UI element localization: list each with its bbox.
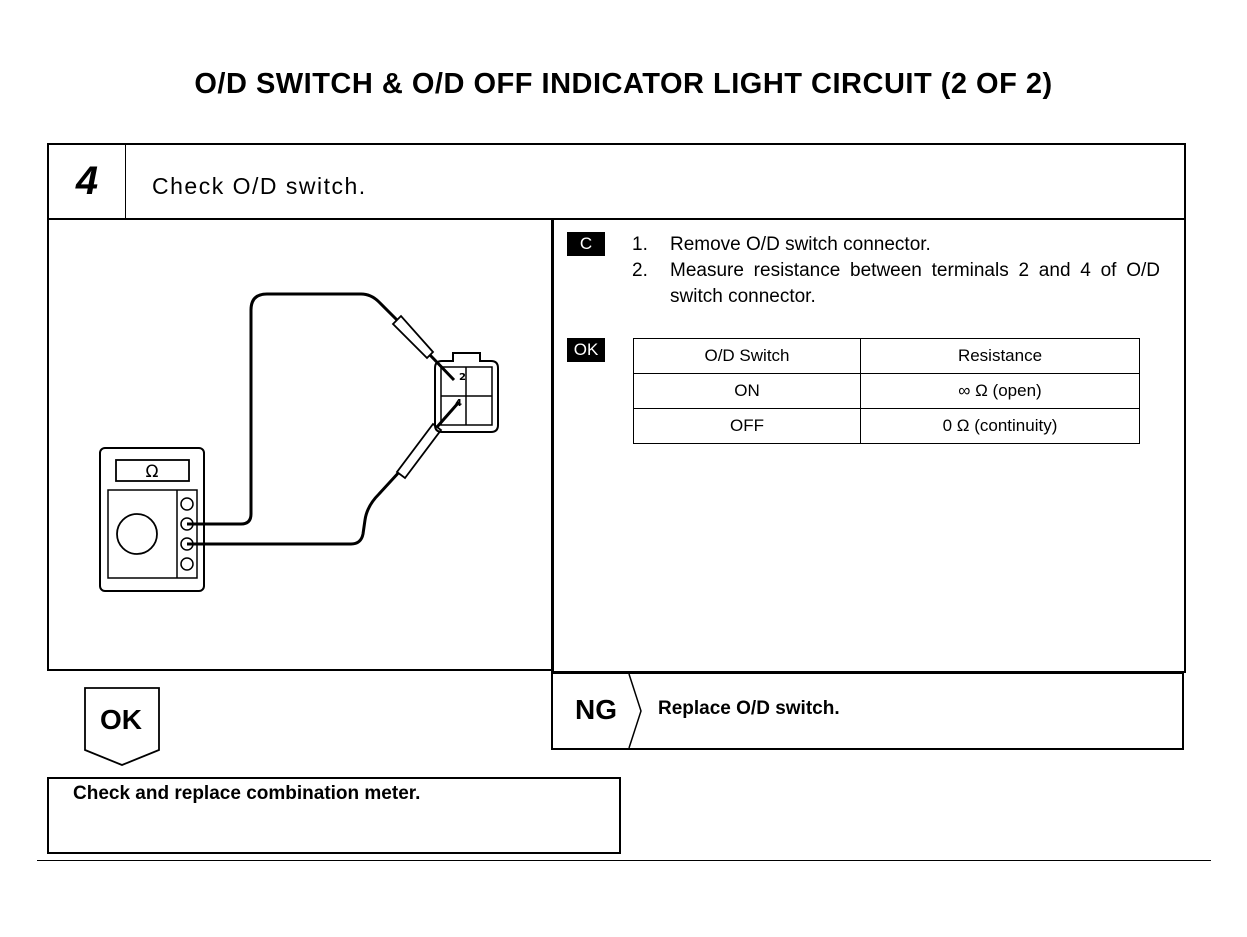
ok-spec-tag: OK [567,338,605,362]
ok-result-box: Check and replace combination meter. [47,777,621,854]
instruction-steps: 1. Remove O/D switch connector. 2. Measu… [632,232,1160,310]
column-header: O/D Switch [633,338,861,374]
probe-wire-1 [187,292,399,526]
terminal-label-2: 2 [459,372,466,383]
page-title: O/D SWITCH & O/D OFF INDICATOR LIGHT CIR… [194,68,1053,100]
instruction-step: 2. Measure resistance between terminals … [632,260,1160,307]
step-number: 4 [49,145,126,218]
table-header-row: O/D Switch Resistance [633,338,1140,374]
instruction-step: 1. Remove O/D switch connector. [632,234,931,255]
resistance-table: O/D Switch Resistance ON ∞ Ω (open) OFF … [633,338,1140,444]
ng-label: NG [575,694,617,725]
table-row: ON ∞ Ω (open) [633,373,1140,409]
ng-action-text: Replace O/D switch. [658,698,840,719]
ohm-symbol: Ω [146,462,159,482]
probe-1-icon [391,314,456,382]
step-title: Check O/D switch. [152,173,367,199]
step-header: 4 Check O/D switch. [47,143,1186,220]
table-cell: 0 Ω (continuity) [860,408,1140,444]
ok-arrow-icon [84,687,160,766]
table-cell: ON [633,373,861,409]
table-row: OFF 0 Ω (continuity) [633,408,1140,444]
table-cell: ∞ Ω (open) [860,373,1140,409]
ng-chevron-icon [628,674,642,748]
probe-2-icon [395,401,461,480]
condition-tag: C [567,232,605,256]
page-divider [37,860,1211,861]
table-cell: OFF [633,408,861,444]
ok-action-text: Check and replace combination meter. [73,783,421,804]
column-header: Resistance [860,338,1140,374]
ok-label: OK [100,704,142,735]
probe-wire-2 [187,468,403,546]
instructions-panel: C 1. Remove O/D switch connector. 2. Mea… [551,218,1186,673]
ohmmeter-diagram: Ω 2 4 [99,292,499,592]
ng-result-box: NG Replace O/D switch. [551,672,1184,750]
terminal-label-4: 4 [455,398,462,409]
ohmmeter-icon: Ω [99,447,205,592]
wiring-diagram-panel: Ω 2 4 [47,218,554,671]
switch-connector-icon: 2 4 [434,352,499,433]
